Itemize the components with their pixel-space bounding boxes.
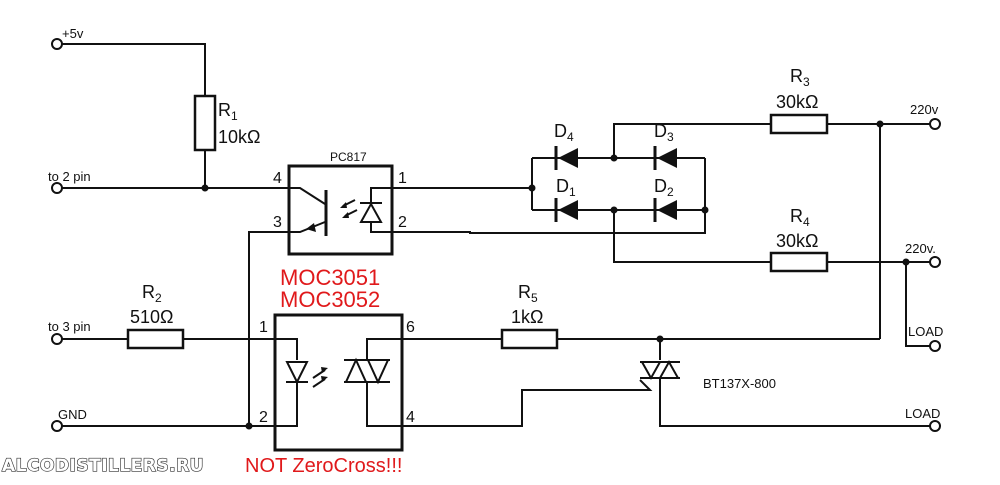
r4-value: 30kΩ (776, 231, 818, 251)
terminal-label-gnd: GND (58, 407, 87, 422)
d2-sub: 2 (667, 185, 674, 199)
d4-sub: 4 (567, 130, 574, 144)
d1-sub: 1 (569, 185, 576, 199)
r1-sub: 1 (231, 109, 238, 123)
d2-name: D (654, 176, 667, 196)
junction-dot (201, 184, 209, 192)
terminal-to3pin (51, 333, 63, 345)
svg-text:D1: D1 (556, 176, 576, 199)
svg-text:R5: R5 (518, 282, 538, 305)
resistor-r5: R5 1kΩ (500, 282, 559, 350)
d3-sub: 3 (667, 130, 674, 144)
triac-label: BT137X-800 (703, 376, 776, 391)
r2-value: 510Ω (130, 307, 174, 327)
moc-note: NOT ZeroCross!!! (245, 455, 402, 477)
moc-pin2: 2 (259, 409, 268, 426)
svg-text:R2: R2 (142, 282, 162, 305)
r5-name: R (518, 282, 531, 302)
terminal-label-load1: LOAD (908, 324, 943, 339)
pc817-label: PC817 (330, 150, 367, 164)
diode-d4: D4 (554, 121, 578, 170)
resistor-r1: R1 10kΩ (193, 94, 260, 152)
r4-sub: 4 (803, 215, 810, 229)
terminal-plus5v (51, 38, 63, 50)
resistor-r4: R4 30kΩ (769, 206, 829, 273)
terminal-load1 (929, 340, 941, 352)
terminal-label-to2pin: to 2 pin (48, 169, 91, 184)
svg-text:R1: R1 (218, 100, 238, 123)
svg-text:D4: D4 (554, 121, 574, 144)
d3-name: D (654, 121, 667, 141)
moc-pin1: 1 (259, 319, 268, 336)
r2-name: R (142, 282, 155, 302)
moc-pin4: 4 (406, 409, 415, 426)
diode-d3: D3 (653, 121, 677, 170)
resistor-r2: R2 510Ω (126, 282, 185, 350)
moc-name-2: MOC3052 (280, 287, 380, 312)
pc817-pin4: 4 (273, 170, 282, 187)
watermark-text: ALCODISTILLERS.RU (2, 456, 204, 476)
terminal-label-ac1: 220v (910, 102, 939, 117)
r2-sub: 2 (155, 291, 162, 305)
terminal-gnd (51, 420, 63, 432)
moc-pin6: 6 (406, 319, 415, 336)
moc-name-1: MOC3051 (280, 265, 380, 290)
svg-text:D3: D3 (654, 121, 674, 144)
pc817-pin1: 1 (398, 170, 407, 187)
pc817-pin2: 2 (398, 214, 407, 231)
junction-dot (656, 335, 664, 343)
d1-name: D (556, 176, 569, 196)
r4-name: R (790, 206, 803, 226)
terminal-to2pin (51, 182, 63, 194)
junction-dot (610, 154, 618, 162)
junction-dot (610, 206, 618, 214)
junction-dot (876, 120, 884, 128)
diode-d2: D2 (653, 176, 677, 222)
junction-dot (528, 184, 536, 192)
diode-d1: D1 (554, 176, 578, 222)
triac-bt137: BT137X-800 (640, 359, 776, 391)
r1-name: R (218, 100, 231, 120)
terminal-label-ac2: 220v. (905, 241, 936, 256)
terminal-label-plus5v: +5v (62, 26, 84, 41)
r5-value: 1kΩ (511, 307, 543, 327)
terminal-label-to3pin: to 3 pin (48, 319, 91, 334)
r5-sub: 5 (531, 291, 538, 305)
optotriac-moc: MOC3051 MOC3052 NOT ZeroCross!!! 1 2 6 4 (245, 265, 415, 477)
junction-dot (902, 258, 910, 266)
svg-text:R4: R4 (790, 206, 810, 229)
d4-name: D (554, 121, 567, 141)
optocoupler-pc817: PC817 4 3 1 2 (273, 150, 407, 256)
terminals: +5v to 2 pin to 3 pin GND 220v 220v. LOA… (48, 26, 943, 432)
terminal-ac2 (929, 256, 941, 268)
terminal-load2 (929, 420, 941, 432)
junction-dot (701, 206, 709, 214)
r3-name: R (790, 66, 803, 86)
resistor-r3: R3 30kΩ (769, 66, 829, 135)
r3-value: 30kΩ (776, 92, 818, 112)
svg-text:R3: R3 (790, 66, 810, 89)
r3-sub: 3 (803, 75, 810, 89)
svg-text:D2: D2 (654, 176, 674, 199)
terminal-ac1 (929, 118, 941, 130)
junction-dots (201, 120, 910, 430)
r1-value: 10kΩ (218, 127, 260, 147)
junction-dot (245, 422, 253, 430)
pc817-pin3: 3 (273, 214, 282, 231)
terminal-label-load2: LOAD (905, 406, 940, 421)
